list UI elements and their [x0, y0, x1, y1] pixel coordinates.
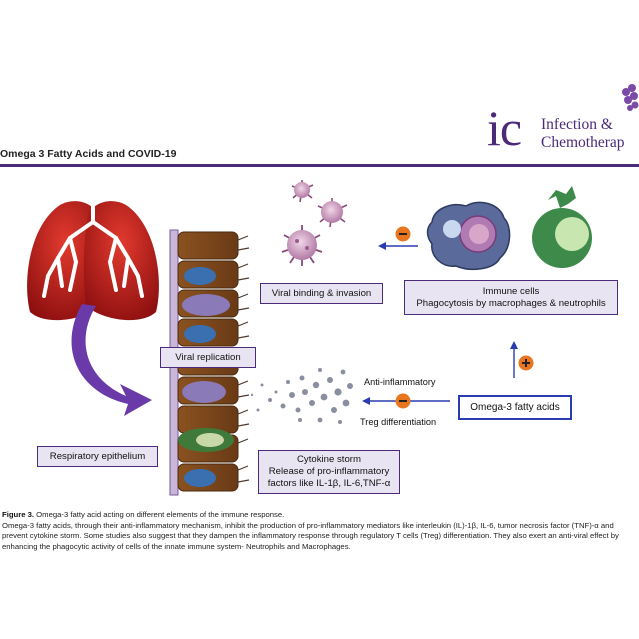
journal-logo-mark: ic [487, 100, 522, 156]
article-title: Omega 3 Fatty Acids and COVID-19 [0, 148, 177, 160]
journal-logo-grape-icon [622, 84, 639, 111]
caption-body: Omega-3 fatty acids, through their anti-… [2, 520, 619, 551]
caption-figure-label: Figure 3. [2, 510, 35, 519]
journal-name-line2: Chemotherap [541, 134, 625, 151]
omega3-label: Omega-3 fatty acids [458, 395, 572, 420]
immune-cells-title: Immune cells [482, 285, 540, 297]
treg-differentiation-label: Treg differentiation [360, 417, 437, 427]
immune-cells-desc: Phagocytosis by macrophages & neutrophil… [416, 297, 606, 309]
cytokine-storm-desc2: factors like IL-1β, IL-6,TNF-α [267, 478, 391, 489]
cytokine-storm-label: Cytokine storm Release of pro-inflammato… [258, 450, 400, 494]
respiratory-epithelium-text: Respiratory epithelium [49, 450, 146, 462]
caption-heading: Figure 3. Omega-3 fatty acid acting on d… [2, 510, 638, 521]
virus-icon [281, 180, 348, 266]
inhibit-badge-immune [395, 226, 411, 242]
cilia [237, 235, 250, 483]
cytokine-storm-desc1: Release of pro-inflammatory [268, 466, 390, 477]
figure-caption: Figure 3. Omega-3 fatty acid acting on d… [2, 510, 638, 552]
viral-replication-text: Viral replication [175, 351, 241, 363]
journal-name: Infection & Chemotherap [541, 116, 625, 152]
immune-cells-label: Immune cells Phagocytosis by macrophages… [404, 280, 618, 315]
viral-replication-label: Viral replication [160, 347, 256, 368]
omega3-text: Omega-3 fatty acids [470, 401, 560, 413]
figure-illustration [27, 180, 592, 496]
viral-binding-label: Viral binding & invasion [260, 283, 383, 304]
epithelium-arrow [71, 304, 152, 416]
journal-name-line1: Infection & [541, 116, 613, 133]
macrophage-icon [426, 201, 511, 271]
caption-figure-title: Omega-3 fatty acid acting on different e… [34, 510, 285, 519]
anti-inflammatory-label: Anti-inflammatory [364, 377, 436, 387]
inhibit-badge-cytokine [395, 393, 411, 409]
header-divider [0, 164, 639, 167]
neutrophil-icon [532, 186, 592, 268]
respiratory-epithelium-label: Respiratory epithelium [37, 446, 158, 467]
cytokine-particles [250, 368, 353, 424]
infected-cells [178, 267, 234, 487]
cytokine-storm-title: Cytokine storm [297, 454, 361, 465]
lungs-icon [27, 194, 159, 321]
enhance-badge [518, 355, 534, 371]
viral-binding-text: Viral binding & invasion [271, 287, 372, 299]
